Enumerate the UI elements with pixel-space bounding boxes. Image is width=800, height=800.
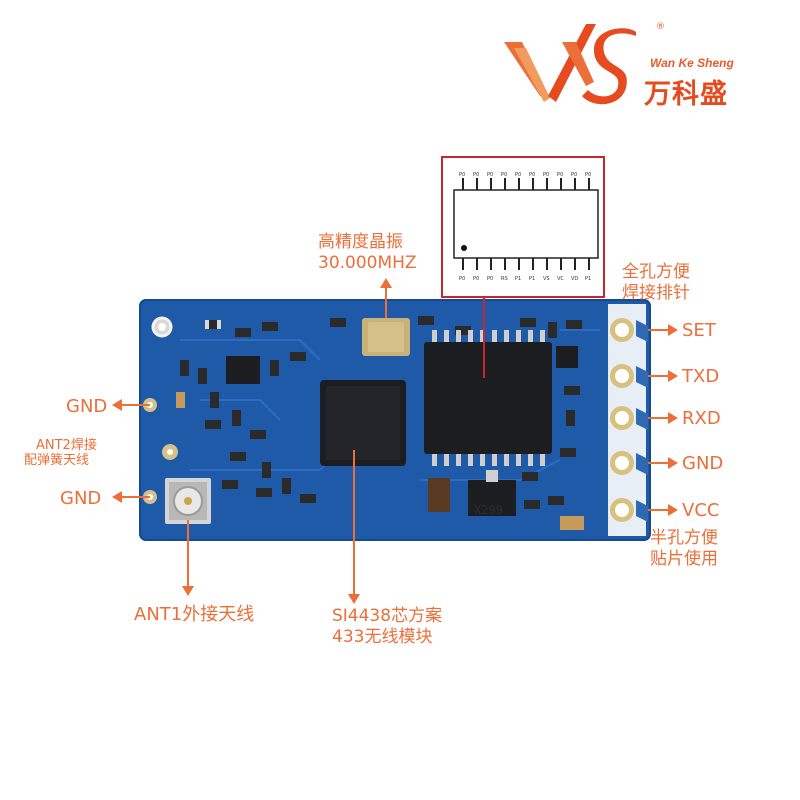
arrow-icon bbox=[112, 399, 150, 411]
svg-text:P0: P0 bbox=[529, 172, 535, 178]
arrow-icon bbox=[648, 412, 678, 424]
ant2-line1: ANT2焊接 bbox=[36, 438, 97, 453]
svg-text:P0: P0 bbox=[515, 172, 521, 178]
tssop-chip-board bbox=[424, 330, 552, 466]
arrow-icon bbox=[380, 278, 392, 318]
svg-text:VS: VS bbox=[543, 276, 550, 282]
svg-text:P0: P0 bbox=[487, 172, 493, 178]
ws-monogram-icon bbox=[504, 24, 636, 105]
svg-text:P1: P1 bbox=[529, 276, 535, 282]
regulator-marking: X299 bbox=[474, 503, 503, 517]
pin-vcc: VCC bbox=[682, 500, 720, 521]
ant2-line2: 配弹簧天线 bbox=[24, 453, 90, 468]
svg-text:VC: VC bbox=[557, 276, 564, 282]
ant1-label: ANT1外接天线 bbox=[134, 604, 255, 625]
svg-text:P1: P1 bbox=[585, 276, 591, 282]
pin-set: SET bbox=[682, 320, 716, 341]
arrow-icon bbox=[648, 457, 678, 469]
svg-text:VD: VD bbox=[571, 276, 578, 282]
full-hole-line2: 焊接排针 bbox=[622, 283, 690, 303]
arrow-icon bbox=[648, 324, 678, 336]
svg-text:P0: P0 bbox=[459, 172, 465, 178]
pin-gnd: GND bbox=[682, 453, 724, 474]
brand-logo: Wan Ke Sheng ® 万科盛 bbox=[500, 12, 770, 112]
smd-components bbox=[176, 316, 584, 530]
pin-txd: TXD bbox=[682, 366, 720, 387]
svg-text:P0: P0 bbox=[571, 172, 577, 178]
full-hole-label: 全孔方便 焊接排针 bbox=[622, 262, 690, 304]
svg-text:P0: P0 bbox=[473, 172, 479, 178]
left-pads bbox=[143, 316, 178, 504]
half-hole-label: 半孔方便 贴片使用 bbox=[650, 528, 718, 570]
arrow-icon bbox=[182, 520, 194, 596]
half-hole-line1: 半孔方便 bbox=[650, 528, 718, 548]
qfn-chip-icon bbox=[320, 380, 406, 466]
crystal-icon bbox=[362, 318, 410, 356]
pin-pads bbox=[610, 318, 648, 522]
brand-name-cn: 万科盛 bbox=[644, 79, 728, 110]
svg-text:RS: RS bbox=[501, 276, 508, 282]
crystal-label-line1: 高精度晶振 bbox=[318, 232, 403, 252]
brand-name-en: Wan Ke Sheng bbox=[650, 56, 734, 70]
regulator bbox=[468, 470, 516, 516]
arrow-icon bbox=[648, 504, 678, 516]
chip-label-line1: SI4438芯方案 bbox=[332, 606, 443, 626]
svg-text:P0: P0 bbox=[473, 276, 479, 282]
svg-text:P0: P0 bbox=[501, 172, 507, 178]
arrow-icon bbox=[648, 370, 678, 382]
svg-text:P0: P0 bbox=[585, 172, 591, 178]
svg-text:P0: P0 bbox=[487, 276, 493, 282]
ant2-label: ANT2焊接 配弹簧天线 bbox=[24, 438, 97, 468]
left-pin-gnd-bottom: GND bbox=[60, 488, 102, 509]
crystal-label-line2: 30.000MHZ bbox=[318, 253, 417, 273]
left-pin-gnd-top: GND bbox=[66, 396, 108, 417]
chip-label-line2: 433无线模块 bbox=[332, 627, 433, 647]
svg-text:P0: P0 bbox=[557, 172, 563, 178]
registered-mark: ® bbox=[656, 22, 665, 32]
pin-rxd: RXD bbox=[682, 408, 721, 429]
arrow-icon bbox=[348, 450, 360, 604]
svg-text:P0: P0 bbox=[459, 276, 465, 282]
arrow-icon bbox=[112, 491, 150, 503]
crystal-label: 高精度晶振 30.000MHZ bbox=[318, 232, 417, 274]
ipex-connector-icon bbox=[165, 478, 211, 524]
full-hole-line1: 全孔方便 bbox=[622, 262, 690, 282]
svg-text:P1: P1 bbox=[515, 276, 521, 282]
chip-label: SI4438芯方案 433无线模块 bbox=[332, 606, 442, 648]
svg-text:P0: P0 bbox=[543, 172, 549, 178]
half-hole-line2: 贴片使用 bbox=[650, 549, 718, 569]
